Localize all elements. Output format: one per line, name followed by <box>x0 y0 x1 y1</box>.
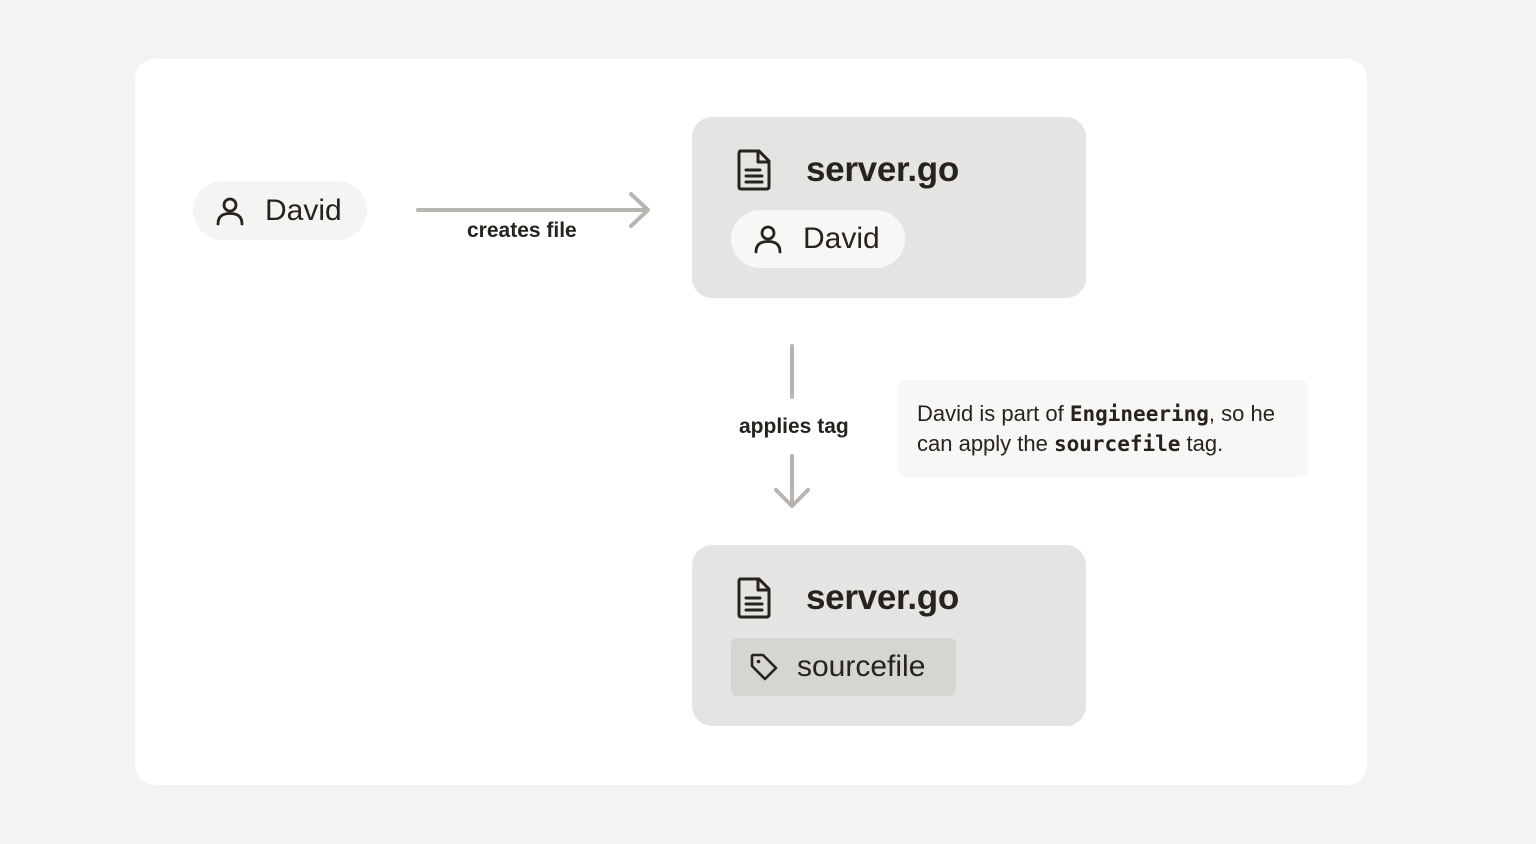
applies-tag-line <box>790 344 794 399</box>
tag-chip: sourcefile <box>731 638 956 696</box>
creates-file-arrow <box>416 192 650 228</box>
file-header: server.go <box>734 148 959 192</box>
applies-tag-label: applies tag <box>739 415 849 438</box>
tag-name: sourcefile <box>1053 432 1181 456</box>
user-icon <box>754 225 782 254</box>
tag-label: sourcefile <box>797 650 926 683</box>
creates-file-label: creates file <box>467 219 577 242</box>
file-name: server.go <box>806 150 959 189</box>
tag-icon <box>750 653 778 681</box>
applies-tag-arrow <box>774 454 810 508</box>
file-name: server.go <box>806 578 959 617</box>
group-name: Engineering <box>1069 402 1209 426</box>
actor-name: David <box>265 193 342 227</box>
user-icon <box>216 197 244 225</box>
actor-pill: David <box>193 181 367 240</box>
file-header: server.go <box>734 576 959 620</box>
owner-name: David <box>803 222 880 255</box>
diagram-card: David creates file server.go David <box>135 59 1367 785</box>
file-box-tagged: server.go sourcefile <box>692 545 1086 726</box>
file-icon <box>737 577 771 619</box>
file-box-owned: server.go David <box>692 117 1086 298</box>
owner-pill: David <box>731 210 905 268</box>
permission-note: David is part of Engineering, so he can … <box>898 380 1308 477</box>
file-icon <box>737 149 771 191</box>
